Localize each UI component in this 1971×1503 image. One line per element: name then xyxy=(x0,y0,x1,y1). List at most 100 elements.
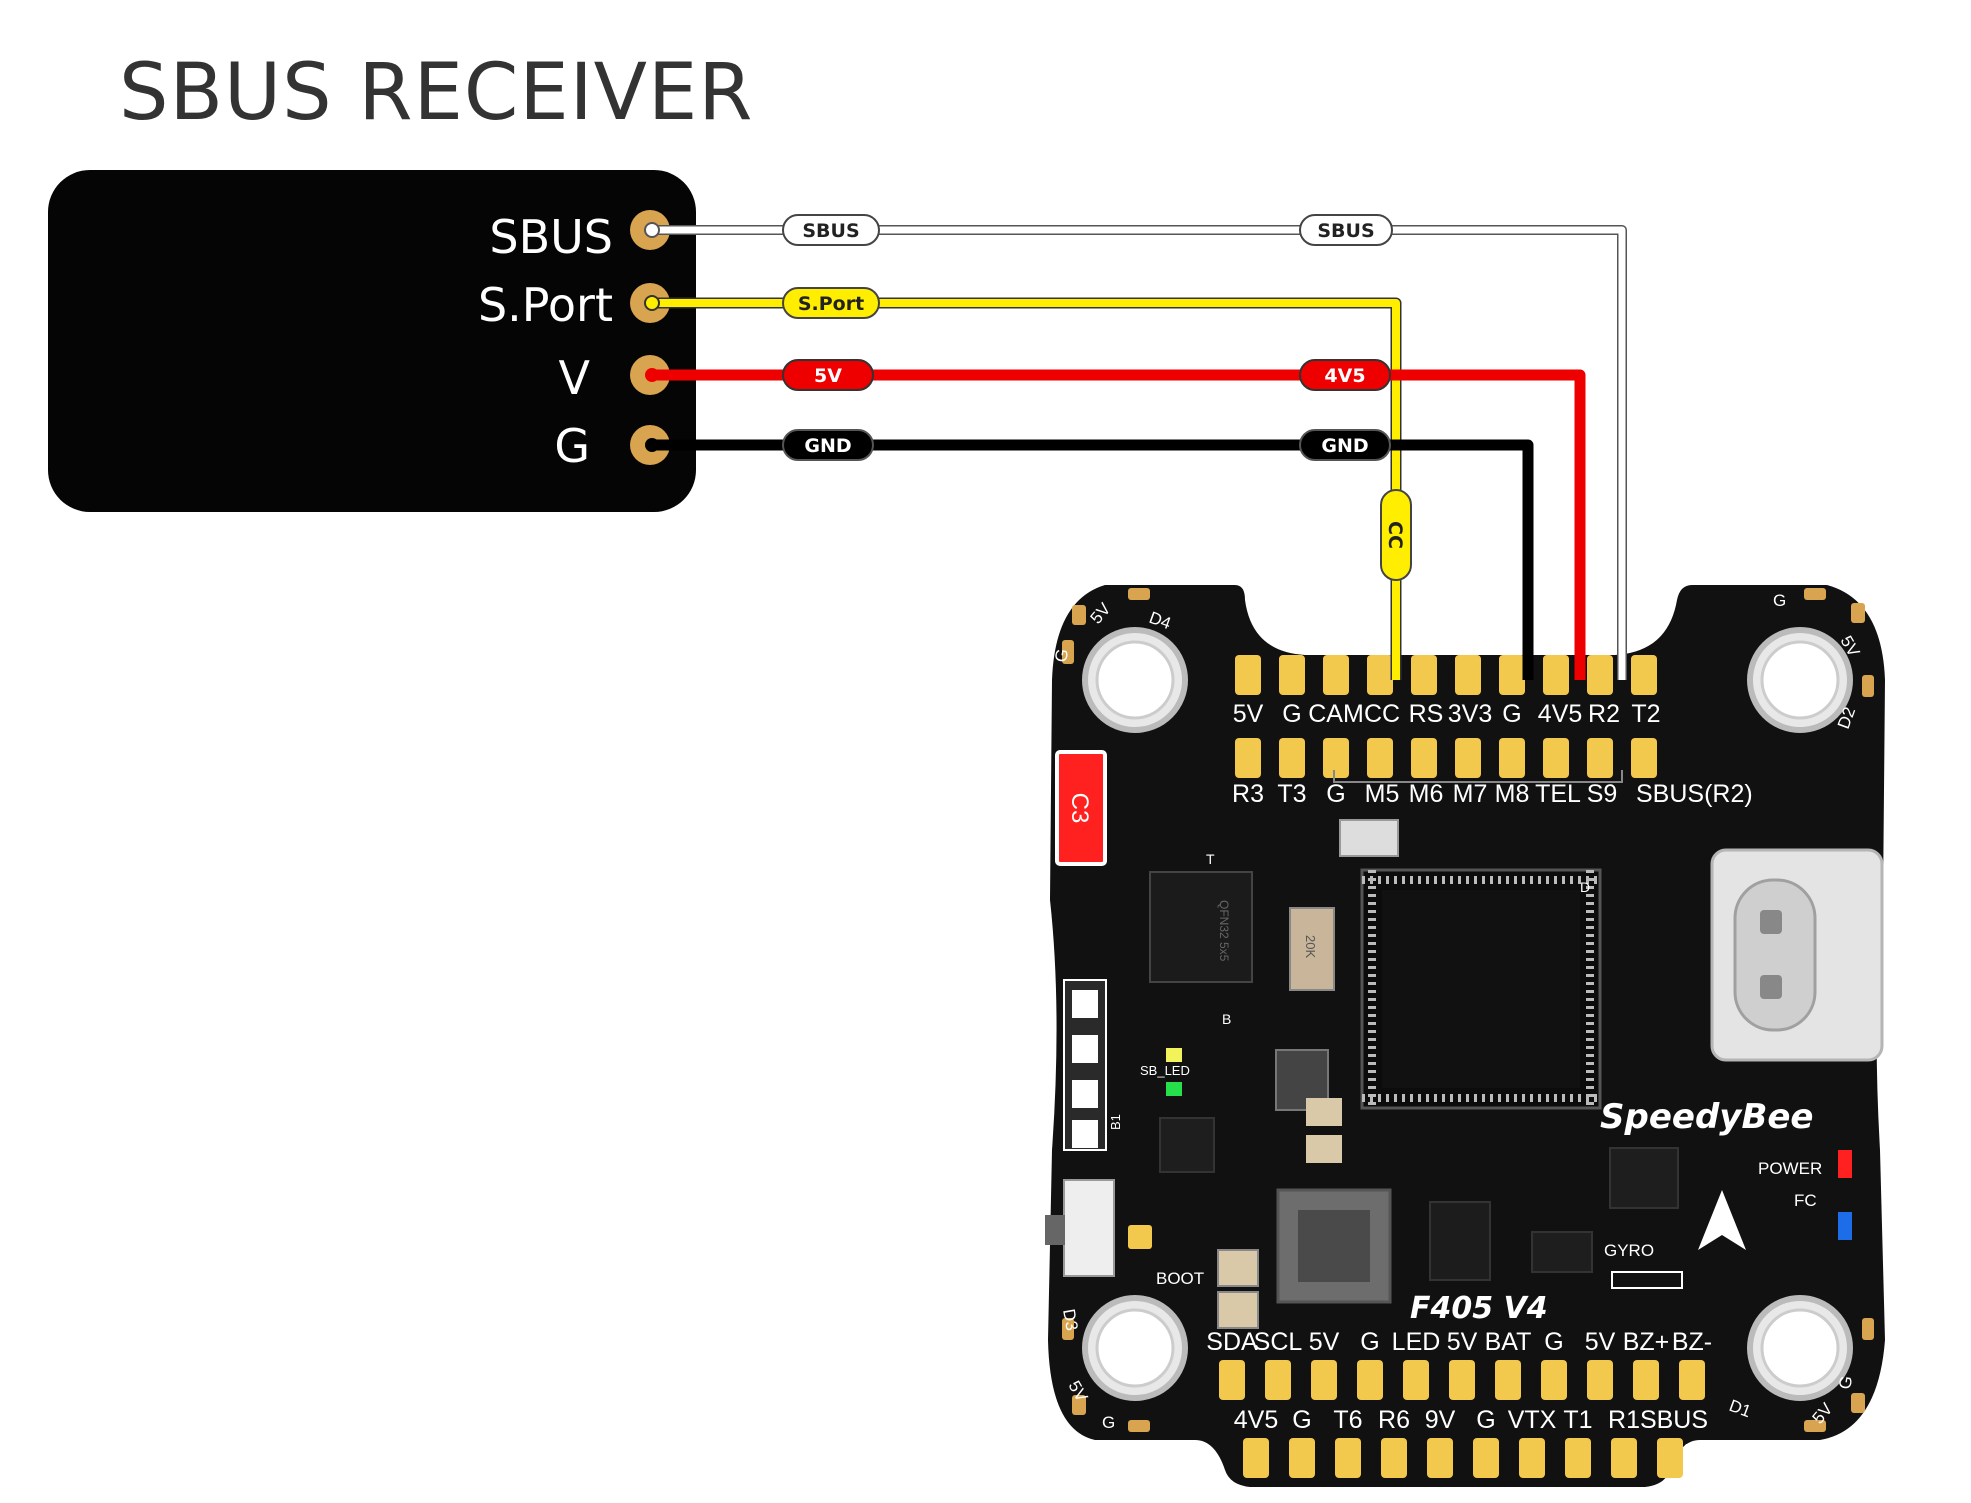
corner-label-br-g: G xyxy=(1835,1374,1856,1390)
tag-sport-1-text: S.Port xyxy=(798,293,864,315)
pad-label-top2-4: M6 xyxy=(1409,780,1444,808)
pad-label-bot2-3: R6 xyxy=(1378,1406,1410,1434)
pad-label-bot1-1: SCL xyxy=(1254,1328,1303,1356)
pad-label-top1-2: CAM xyxy=(1308,700,1364,728)
tag-cc-text: CC xyxy=(1384,521,1406,549)
wire-sport xyxy=(652,297,1402,680)
components: QFN32 5x5 20K xyxy=(1045,819,1852,1329)
pad-label-bot1-9: BZ+ xyxy=(1623,1328,1670,1356)
receiver-body xyxy=(48,170,696,512)
pad-label-bot2-2: T6 xyxy=(1333,1406,1362,1434)
pad-label-top2-2: G xyxy=(1326,780,1345,808)
component-labels: SB_LED BOOT POWER FC GYRO B1 B T D xyxy=(1108,851,1822,1288)
tag-sbus-2: SBUS xyxy=(1299,214,1393,246)
top-pad-row-2-bracket xyxy=(1333,770,1623,783)
receiver-pin-label-sport: S.Port xyxy=(478,278,613,332)
mount-hole-tl-inner xyxy=(1095,640,1175,720)
receiver-pin-label-sbus: SBUS xyxy=(489,210,613,264)
flight-controller: D4 5V G G 5V D2 D3 5V G D1 5V G xyxy=(1045,585,1885,1487)
pad-label-bot2-5: G xyxy=(1476,1406,1495,1434)
corner-pads xyxy=(1062,588,1874,1432)
pad-label-top1-8: R2 xyxy=(1588,700,1620,728)
pad-label-bot1-6: BAT xyxy=(1485,1328,1532,1356)
sb-led-label: SB_LED xyxy=(1140,1063,1190,1078)
pad-label-top1-0: 5V xyxy=(1233,700,1264,728)
pad-label-bot1-0: SDA xyxy=(1206,1328,1258,1356)
top-pad-row-1 xyxy=(1235,655,1657,695)
pad-label-top2-1: T3 xyxy=(1277,780,1306,808)
pad-label-top1-9: T2 xyxy=(1631,700,1660,728)
boot-label: BOOT xyxy=(1156,1269,1204,1288)
fc-brand: SpeedyBee xyxy=(1600,1097,1813,1137)
mount-hole-br-inner xyxy=(1760,1308,1840,1388)
corner-label-bl-d3: D3 xyxy=(1059,1307,1081,1332)
b1-label: B1 xyxy=(1108,1114,1123,1130)
pad-label-top2-0: R3 xyxy=(1232,780,1264,808)
mount-hole-tr-inner xyxy=(1760,640,1840,720)
wire-tags: SBUS SBUS S.Port CC 5V 4V5 GND GND xyxy=(782,214,1412,581)
tag-power-2-text: 4V5 xyxy=(1324,365,1365,387)
page-title: SBUS RECEIVER xyxy=(119,48,754,138)
top-pad-row-1-labels: 5V G CAM CC RS 3V3 G 4V5 R2 T2 xyxy=(1233,700,1661,728)
wire-power xyxy=(652,369,1586,680)
pad-label-bot2-suffix: (R2) xyxy=(1682,1441,1715,1460)
pad-label-top2-3: M5 xyxy=(1365,780,1400,808)
tag-sbus-2-text: SBUS xyxy=(1317,220,1374,242)
tag-sbus-1-text: SBUS xyxy=(802,220,859,242)
pad-label-bot1-10: BZ- xyxy=(1672,1328,1712,1356)
pad-label-top2-7: TEL xyxy=(1535,780,1581,808)
pad-label-top2-5: M7 xyxy=(1453,780,1488,808)
pad-label-top1-3: CC xyxy=(1364,700,1400,728)
pad-label-bot1-3: G xyxy=(1360,1328,1379,1356)
pad-label-top1-5: 3V3 xyxy=(1448,700,1492,728)
c3-label: C3 xyxy=(1066,793,1093,824)
top-pad-row-2 xyxy=(1235,738,1657,778)
bottom-pad-row-2-labels: 4V5 G T6 R6 9V G VTX T1 R1 SBUS (R2) xyxy=(1234,1406,1715,1460)
pad-label-bot1-5: 5V xyxy=(1447,1328,1478,1356)
pad-label-top2-8: S9 xyxy=(1587,780,1618,808)
pad-label-bot1-8: 5V xyxy=(1585,1328,1616,1356)
corner-label-tl-g: G xyxy=(1051,647,1072,663)
bottom-pad-row-2 xyxy=(1243,1438,1683,1478)
tag-power-2: 4V5 xyxy=(1299,359,1391,391)
wire-ground xyxy=(652,439,1534,680)
bottom-pad-row-1-labels: SDA SCL 5V G LED 5V BAT G 5V BZ+ BZ- xyxy=(1206,1328,1712,1356)
tag-ground-2-text: GND xyxy=(1321,435,1368,457)
wire-sbus xyxy=(652,225,1627,680)
mount-hole-bl-inner xyxy=(1095,1308,1175,1388)
pad-label-bot2-6: VTX xyxy=(1508,1406,1557,1434)
pad-label-bot1-4: LED xyxy=(1392,1328,1441,1356)
d-label: D xyxy=(1580,879,1590,895)
b-label: B xyxy=(1222,1011,1231,1027)
pad-label-bot1-2: 5V xyxy=(1309,1328,1340,1356)
pad-label-bot2-4: 9V xyxy=(1425,1406,1456,1434)
corner-label-tr-g: G xyxy=(1773,591,1786,610)
pad-label-top1-7: 4V5 xyxy=(1538,700,1582,728)
pad-label-top2-6: M8 xyxy=(1495,780,1530,808)
power-label: POWER xyxy=(1758,1159,1822,1178)
mcu-chip xyxy=(1360,868,1602,1110)
bottom-pad-row-1 xyxy=(1219,1360,1705,1400)
tag-sbus-1: SBUS xyxy=(782,214,880,246)
xtal-label: 20K xyxy=(1303,935,1318,958)
pad-label-bot2-9: SBUS xyxy=(1640,1406,1708,1434)
t-label: T xyxy=(1206,851,1215,867)
receiver-pin-label-g: G xyxy=(554,419,590,473)
wire-end-dots xyxy=(644,222,660,452)
mounting-holes xyxy=(1082,627,1853,1401)
fc-led-label: FC xyxy=(1794,1191,1817,1210)
corner-label-bl-g: G xyxy=(1102,1413,1115,1432)
pad-label-bot2-1: G xyxy=(1292,1406,1311,1434)
top-pad-row-2-labels: R3 T3 G M5 M6 M7 M8 TEL S9 SBUS(R2) xyxy=(1232,780,1753,808)
tag-power-1-text: 5V xyxy=(814,365,842,387)
tag-ground-1: GND xyxy=(782,429,874,461)
pad-label-top1-1: G xyxy=(1282,700,1301,728)
pad-label-bot2-0: 4V5 xyxy=(1234,1406,1278,1434)
pad-label-bot2-7: T1 xyxy=(1563,1406,1592,1434)
tag-ground-2: GND xyxy=(1299,429,1391,461)
pad-label-bot2-8: R1 xyxy=(1608,1406,1640,1434)
c3-marking xyxy=(1055,750,1107,866)
tag-ground-1-text: GND xyxy=(804,435,851,457)
tag-sport-1: S.Port xyxy=(782,287,880,319)
